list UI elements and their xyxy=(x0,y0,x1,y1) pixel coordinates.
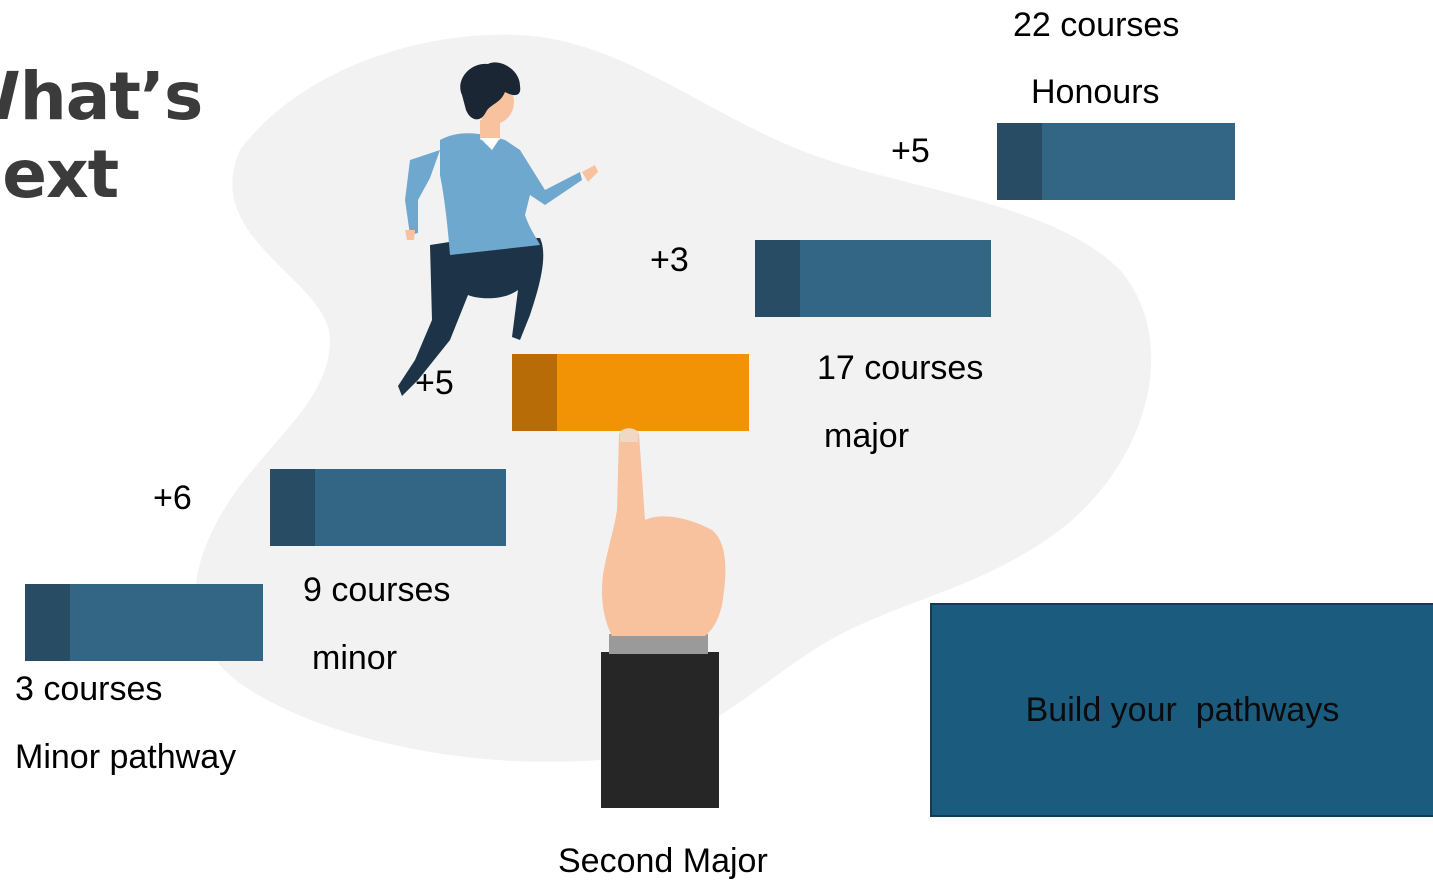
step-minor-pathway xyxy=(25,584,263,661)
name-minor-pathway: Minor pathway xyxy=(15,738,237,776)
pointing-hand-icon xyxy=(601,428,726,808)
step-major xyxy=(755,240,991,317)
page-title: What’s Next xyxy=(0,58,203,214)
running-person-icon xyxy=(398,62,598,396)
build-pathways-label: Build your pathways xyxy=(1025,690,1340,729)
step-minor xyxy=(270,469,506,546)
count-honours: 22 courses xyxy=(1013,6,1180,44)
step-second-major xyxy=(512,354,749,431)
name-minor: minor xyxy=(312,639,398,677)
increment-honours: +5 xyxy=(891,132,930,170)
count-major: 17 courses xyxy=(817,349,984,387)
name-honours: Honours xyxy=(1031,73,1160,111)
count-minor: 9 courses xyxy=(303,571,451,609)
title-line-2: Next xyxy=(0,136,119,213)
increment-second-major: +5 xyxy=(415,364,454,402)
title-line-1: What’s xyxy=(0,58,203,135)
name-major: major xyxy=(824,417,910,455)
increment-minor: +6 xyxy=(153,479,192,517)
increment-major: +3 xyxy=(650,241,689,279)
step-honours xyxy=(997,123,1235,200)
name-second-major: Second Major xyxy=(558,842,768,880)
count-minor-pathway: 3 courses xyxy=(15,670,163,708)
build-pathways-button[interactable]: Build your pathways xyxy=(930,603,1433,817)
